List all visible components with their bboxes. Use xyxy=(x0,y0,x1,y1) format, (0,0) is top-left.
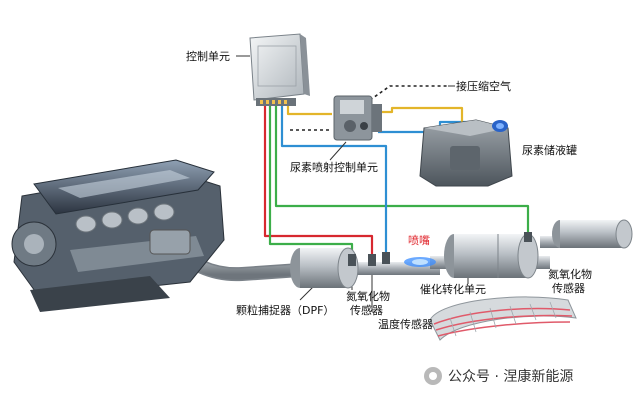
compressed-air-line xyxy=(369,85,448,101)
watermark-text: 公众号 · 涅康新能源 xyxy=(448,369,574,385)
label-control-unit: 控制单元 xyxy=(186,50,230,63)
label-dpf: 颗粒捕捉器（DPF） xyxy=(236,304,335,317)
control-unit xyxy=(249,33,310,106)
green-wire-right xyxy=(274,106,530,236)
muffler xyxy=(552,219,633,249)
wechat-icon xyxy=(424,367,442,385)
red-wire xyxy=(263,106,374,262)
yellow-wire-pump xyxy=(370,106,464,122)
diesel-engine xyxy=(11,159,225,312)
label-nozzle: 喷嘴 xyxy=(408,234,430,247)
pointer-urea-control xyxy=(329,141,347,161)
yellow-wire xyxy=(286,106,332,116)
urea-injection-control-unit xyxy=(333,95,382,141)
label-nox-sensor-left-2: 传感器 xyxy=(350,304,383,317)
nozzle-spray xyxy=(404,257,436,267)
temp-sensor xyxy=(368,254,376,266)
blue-wire xyxy=(280,106,388,256)
label-nox-sensor-right-2: 传感器 xyxy=(552,282,585,295)
label-nox-sensor-right-1: 氮氧化物 xyxy=(548,268,592,281)
catalytic-converter xyxy=(444,233,539,279)
nox-sensor-left xyxy=(348,254,356,266)
catalyst-cutaway xyxy=(429,296,577,341)
watermark: 公众号 · 涅康新能源 xyxy=(424,366,573,386)
label-nox-sensor-left-1: 氮氧化物 xyxy=(346,290,390,303)
urea-tank xyxy=(419,119,513,187)
nozzle-body xyxy=(382,252,390,264)
nox-sensor-right xyxy=(524,232,532,242)
label-temp-sensor: 温度传感器 xyxy=(378,318,433,331)
label-compressed-air: 接压缩空气 xyxy=(456,80,511,93)
label-urea-tank: 尿素储液罐 xyxy=(522,144,577,157)
dpf-canister xyxy=(290,247,359,289)
label-urea-injection-control: 尿素喷射控制单元 xyxy=(290,161,378,174)
label-catalytic-unit: 催化转化单元 xyxy=(420,283,486,296)
sensors xyxy=(348,232,532,266)
